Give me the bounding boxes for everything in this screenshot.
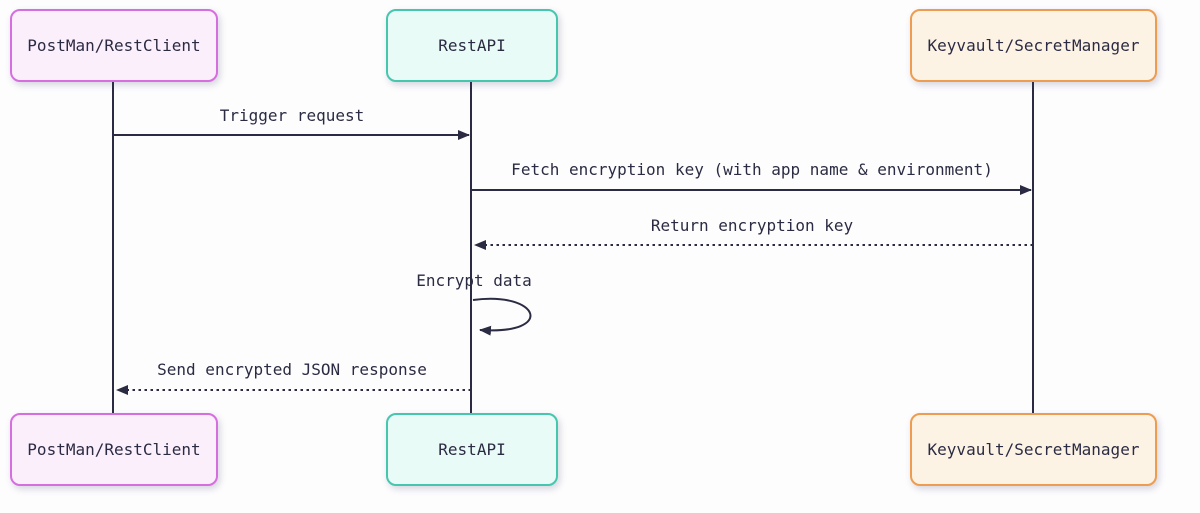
actor-label-restapi-top: RestAPI (438, 36, 506, 55)
actor-label-restapi-bottom: RestAPI (438, 440, 506, 459)
actor-box-postman-top[interactable]: PostMan/RestClient (10, 9, 218, 82)
message-label-trigger-request: Trigger request (219, 106, 365, 125)
arrow-encrypt-data-self-loop (472, 297, 532, 336)
message-label-fetch-encryption-key: Fetch encryption key (with app name & en… (511, 160, 993, 179)
actor-box-restapi-top[interactable]: RestAPI (386, 9, 558, 82)
actor-box-keyvault-top[interactable]: Keyvault/SecretManager (910, 9, 1157, 82)
message-label-encrypt-data: Encrypt data (416, 271, 532, 290)
actor-box-postman-bottom[interactable]: PostMan/RestClient (10, 413, 218, 486)
actor-label-postman-top: PostMan/RestClient (27, 36, 201, 55)
message-label-return-encryption-key: Return encryption key (650, 216, 854, 235)
actor-box-restapi-bottom[interactable]: RestAPI (386, 413, 558, 486)
actor-label-postman-bottom: PostMan/RestClient (27, 440, 201, 459)
message-label-send-encrypted-json-response: Send encrypted JSON response (157, 360, 427, 379)
actor-label-keyvault-top: Keyvault/SecretManager (927, 36, 1140, 55)
actor-box-keyvault-bottom[interactable]: Keyvault/SecretManager (910, 413, 1157, 486)
actor-label-keyvault-bottom: Keyvault/SecretManager (927, 440, 1140, 459)
